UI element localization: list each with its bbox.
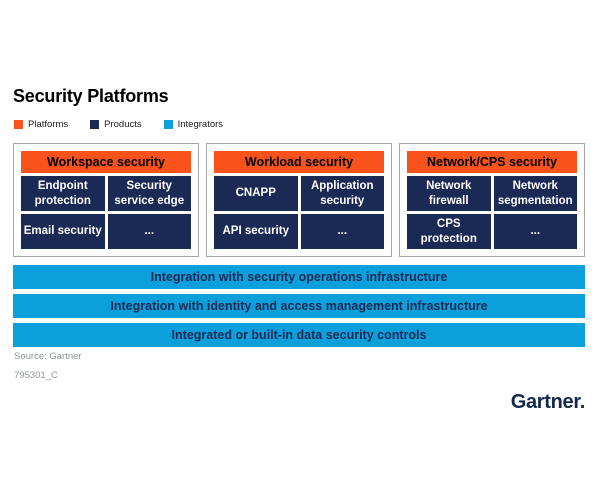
- legend-label: Integrators: [177, 119, 224, 130]
- product-cell: Network segmentation: [493, 176, 577, 211]
- product-grid: Endpoint protection Security service edg…: [21, 176, 191, 249]
- integrators-color-swatch: [163, 120, 173, 129]
- legend-label: Platforms: [28, 119, 69, 130]
- integrator-bar-security-operations: Integration with security operations inf…: [13, 265, 585, 289]
- integrator-bar-identity-access-management: Integration with identity and access man…: [13, 294, 585, 318]
- integrator-bar-data-security-controls: Integrated or built-in data security con…: [13, 323, 585, 347]
- platform-header: Network/CPS security: [407, 151, 577, 173]
- product-cell: Email security: [21, 214, 105, 249]
- product-cell-ellipsis: ...: [493, 214, 577, 249]
- legend-item-integrators: Integrators: [163, 119, 224, 130]
- source-block: Source: Gartner 795301_C: [14, 348, 82, 385]
- product-cell: API security: [214, 214, 298, 249]
- product-cell: Application security: [300, 176, 384, 211]
- platform-box-workspace-security: Workspace security Endpoint protection S…: [13, 143, 199, 257]
- figure-id: 795301_C: [14, 369, 58, 381]
- platform-header: Workspace security: [21, 151, 191, 173]
- integrator-bars: Integration with security operations inf…: [13, 265, 585, 352]
- product-grid: Network firewall Network segmentation CP…: [407, 176, 577, 249]
- product-cell-ellipsis: ...: [300, 214, 384, 249]
- gartner-logo: Gartner.: [510, 391, 586, 413]
- legend-item-products: Products: [90, 119, 142, 130]
- platforms-color-swatch: [14, 120, 23, 129]
- product-cell: Security service edge: [107, 176, 191, 211]
- platform-box-network-cps-security: Network/CPS security Network firewall Ne…: [399, 143, 585, 257]
- product-grid: CNAPP Application security API security …: [214, 176, 384, 249]
- platform-box-workload-security: Workload security CNAPP Application secu…: [206, 143, 392, 257]
- product-cell-ellipsis: ...: [107, 214, 191, 249]
- product-cell: Network firewall: [407, 176, 491, 211]
- legend: Platforms Products Integrators: [14, 119, 245, 130]
- legend-item-platforms: Platforms: [14, 119, 68, 130]
- source-note: Source: Gartner: [14, 351, 82, 362]
- products-color-swatch: [90, 120, 100, 129]
- legend-label: Products: [104, 119, 142, 130]
- product-cell: CPS protection: [407, 214, 491, 249]
- product-cell: Endpoint protection: [21, 176, 105, 211]
- platforms-row: Workspace security Endpoint protection S…: [13, 143, 585, 257]
- platform-header: Workload security: [214, 151, 384, 173]
- product-cell: CNAPP: [214, 176, 298, 211]
- page-title: Security Platforms: [13, 86, 169, 106]
